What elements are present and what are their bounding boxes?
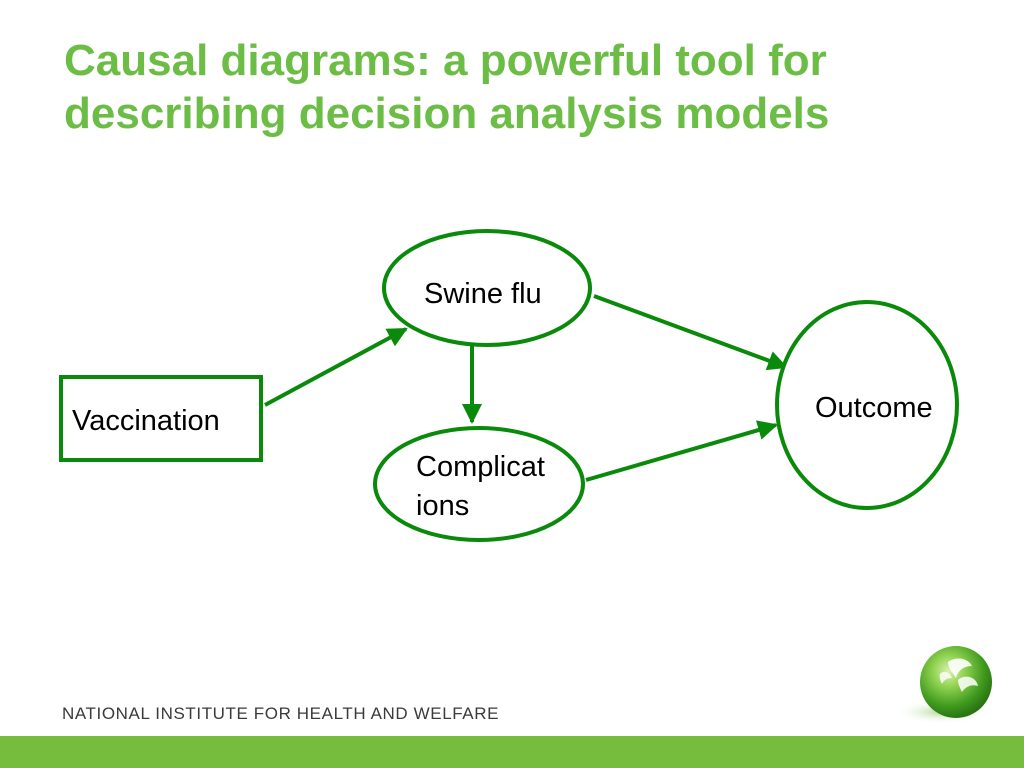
slide-title: Causal diagrams: a powerful tool for des… xyxy=(64,34,964,140)
node-complications: Complicat ions xyxy=(373,426,585,542)
node-complications-label-line-1: Complicat xyxy=(416,451,545,483)
footer-organization-name: NATIONAL INSTITUTE FOR HEALTH AND WELFAR… xyxy=(62,704,500,723)
node-outcome: Outcome xyxy=(775,300,959,510)
node-vaccination: Vaccination xyxy=(59,375,263,462)
footer-bar xyxy=(0,736,1024,768)
edge-swine-flu-to-outcome xyxy=(593,294,788,371)
node-complications-label-line-2: ions xyxy=(416,490,469,522)
node-swine-flu-label: Swine flu xyxy=(424,278,542,310)
node-swine-flu: Swine flu xyxy=(382,229,592,347)
green-sphere-logo-icon xyxy=(894,646,992,724)
node-outcome-label: Outcome xyxy=(815,392,933,424)
title-line-1: Causal diagrams: a powerful tool for xyxy=(64,36,827,85)
title-line-2: describing decision analysis models xyxy=(64,89,830,138)
edge-vaccination-to-swine-flu xyxy=(264,327,408,407)
node-vaccination-label: Vaccination xyxy=(72,405,220,437)
edge-complications-to-outcome xyxy=(585,420,778,482)
